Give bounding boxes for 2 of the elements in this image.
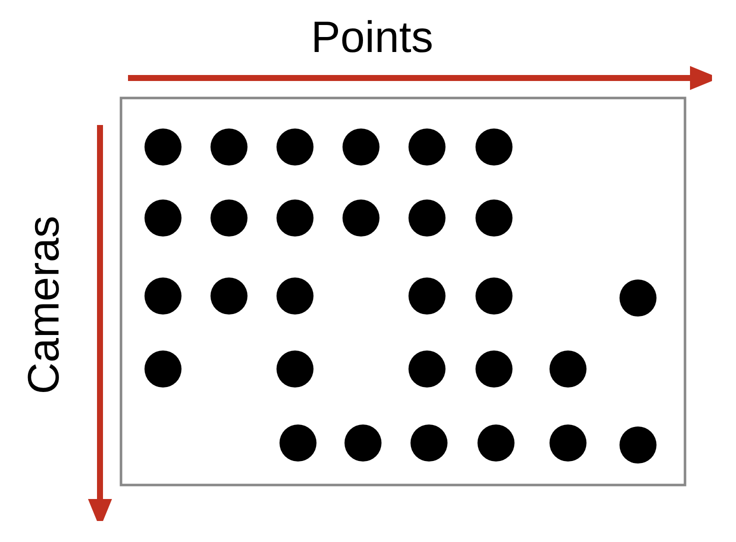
axis-label: Points [311, 16, 434, 60]
axis-label: Cameras [22, 216, 66, 394]
